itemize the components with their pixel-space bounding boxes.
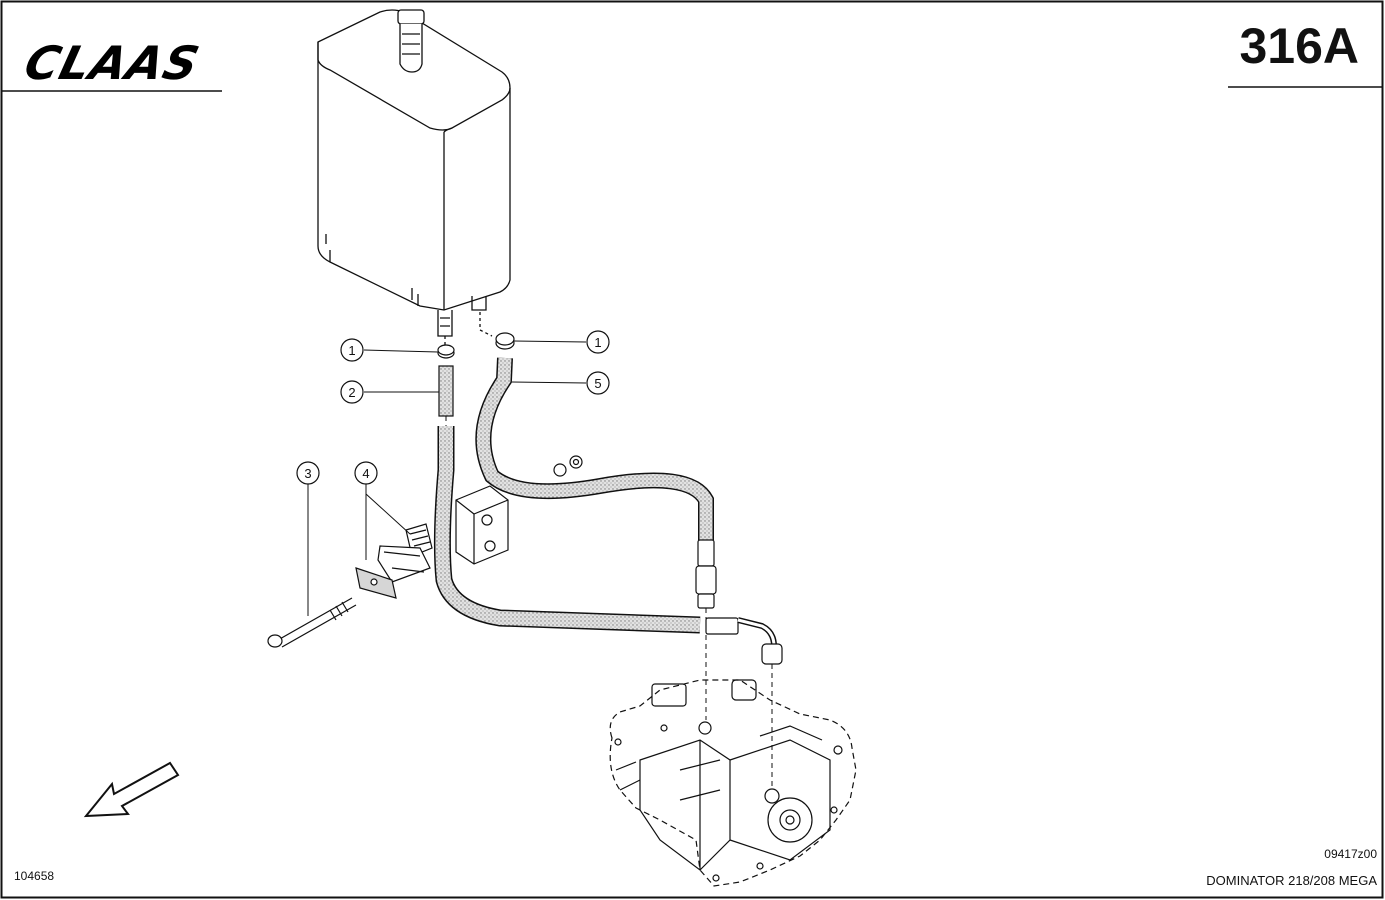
bolt: [267, 597, 357, 648]
alignment-lines: [445, 416, 773, 790]
callout-1-right: 1: [586, 330, 610, 354]
callout-3-label: 3: [304, 466, 311, 481]
leader-lines: [307, 340, 587, 616]
callout-5-label: 5: [594, 376, 601, 391]
hose-fittings: [695, 539, 783, 665]
hose-bracket: [455, 485, 509, 565]
callout-4-label: 4: [362, 466, 369, 481]
hydraulic-pump: [609, 679, 857, 887]
hose-section-2: [438, 365, 454, 417]
drawing-code: 09417z00: [1324, 847, 1377, 861]
nut-and-washer: [553, 455, 583, 477]
callout-1-left-label: 1: [348, 343, 355, 358]
callout-5: 5: [586, 371, 610, 395]
image-reference: 104658: [14, 869, 55, 883]
callout-3: 3: [296, 461, 320, 485]
hose-clamp-right: [495, 332, 515, 350]
callout-1-left: 1: [340, 338, 364, 362]
callout-2: 2: [340, 380, 364, 404]
callout-1-right-label: 1: [594, 335, 601, 350]
oil-tank: [317, 9, 511, 346]
page-number: 316A: [1239, 18, 1359, 74]
hose-clamp-left: [437, 344, 455, 359]
callout-4: 4: [354, 461, 378, 485]
machine-model: DOMINATOR 218/208 MEGA: [1206, 873, 1377, 888]
clamp-parts: [355, 523, 433, 599]
callout-2-label: 2: [348, 385, 355, 400]
travel-direction-arrow-icon: [83, 761, 180, 818]
